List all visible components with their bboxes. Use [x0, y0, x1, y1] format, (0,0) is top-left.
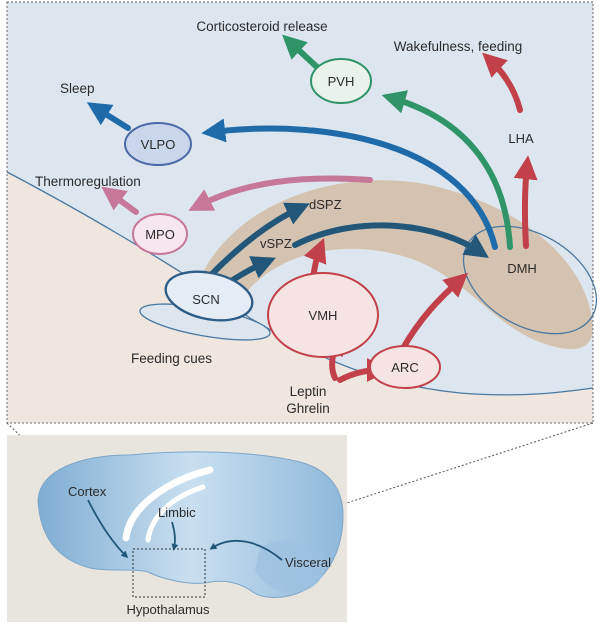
brain-visceral-label: Visceral	[285, 555, 331, 570]
arrow-arc-to-dmh	[399, 272, 469, 353]
output-sleep-label: Sleep	[60, 81, 95, 96]
input-feeding-cues-label: Feeding cues	[131, 351, 212, 366]
node-mpo-label: MPO	[145, 227, 175, 242]
node-pvh: PVH	[310, 58, 372, 104]
brain-hypothalamus-label: Hypothalamus	[126, 602, 210, 617]
arrow-vlpo-to-sleep	[86, 102, 131, 131]
arrow-pvh-to-corticosteroid	[282, 34, 321, 71]
node-lha-label: LHA	[508, 131, 534, 146]
node-vlpo: VLPO	[124, 122, 192, 166]
input-leptin-label: Leptin	[290, 384, 327, 399]
brain-overview-panel: Cortex Limbic Visceral Hypothalamus	[7, 435, 347, 622]
node-scn: SCN	[164, 270, 254, 322]
limbic-structure-inner	[145, 484, 206, 543]
brain-floor	[7, 172, 593, 423]
hypothalamus-detail-panel: PVH VLPO MPO SCN VMH ARC DMH LHA dSPZ vS…	[6, 2, 598, 423]
region-vspz-label: vSPZ	[260, 236, 292, 251]
node-vlpo-label: VLPO	[141, 137, 176, 152]
arrow-dmh-to-vlpo	[201, 118, 498, 250]
limbic-structure-outer	[122, 466, 214, 542]
output-thermoregulation-label: Thermoregulation	[35, 174, 141, 189]
arrow-limbic-to-hypothalamus	[171, 521, 179, 551]
arrow-cortex-to-hypothalamus	[87, 499, 129, 559]
brain-limbic-label: Limbic	[158, 505, 196, 520]
arrow-scn-to-dspz	[205, 202, 310, 281]
arrow-lha-to-wakefulness	[482, 52, 523, 113]
node-pvh-label: PVH	[328, 74, 355, 89]
node-arc: ARC	[369, 345, 441, 389]
region-dspz-label: dSPZ	[309, 197, 342, 212]
panel-frame	[6, 1, 594, 424]
arrow-dmh-to-pvh	[381, 90, 513, 250]
input-ghrelin-label: Ghrelin	[286, 401, 330, 416]
node-dmh-label: DMH	[507, 261, 537, 276]
node-arc-label: ARC	[391, 360, 418, 375]
arrow-visceral-to-hypothalamus	[209, 539, 283, 561]
arrow-vspz-to-dmh	[292, 222, 489, 259]
node-mpo: MPO	[132, 213, 188, 255]
brain-cortex-label: Cortex	[68, 484, 107, 499]
hypothalamus-box	[132, 548, 206, 598]
arrow-spz-to-mpo	[188, 175, 373, 211]
node-scn-label: SCN	[192, 292, 219, 307]
node-vmh-label: VMH	[309, 308, 338, 323]
arrow-mpo-to-thermoregulation	[101, 186, 139, 215]
output-wakefulness-label: Wakefulness, feeding	[394, 39, 523, 54]
output-corticosteroid-label: Corticosteroid release	[196, 19, 327, 34]
node-vmh: VMH	[267, 272, 379, 358]
arrow-dmh-to-lha	[513, 155, 538, 249]
